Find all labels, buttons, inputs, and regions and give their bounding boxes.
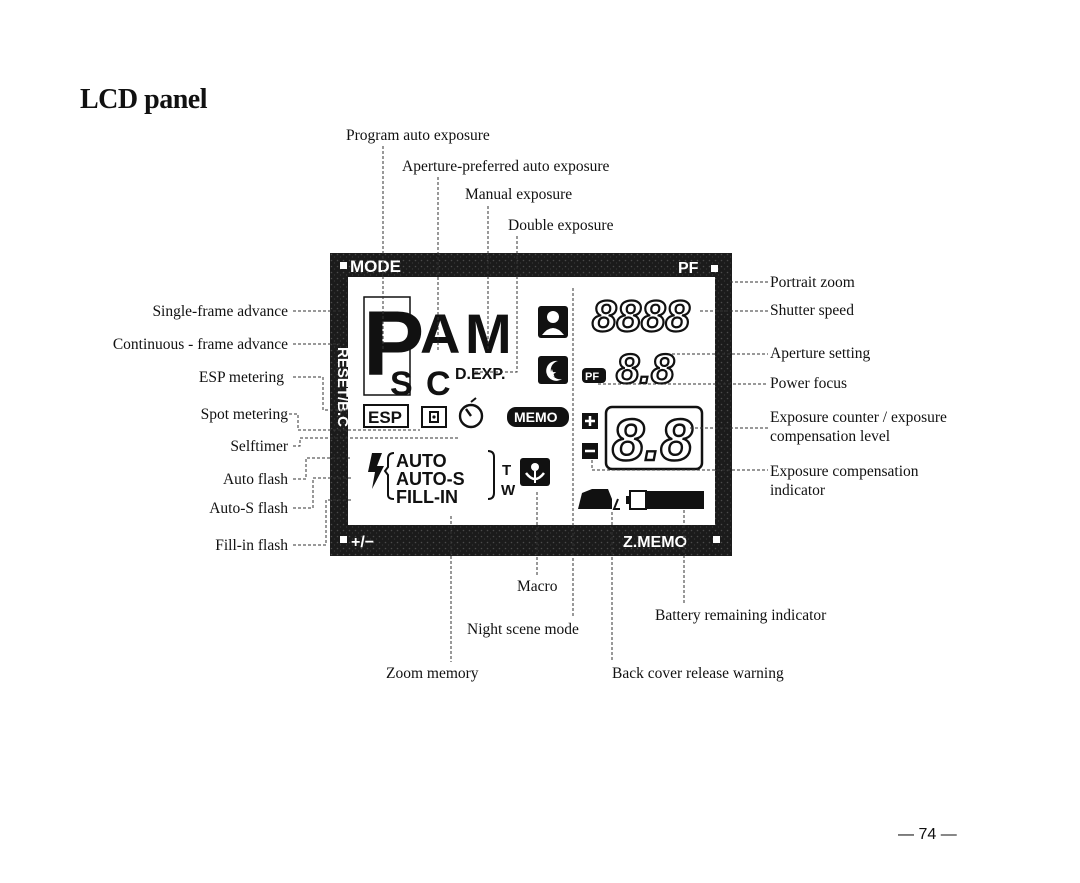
lcd-pf-small: PF bbox=[585, 371, 599, 383]
label-fill-in-flash: Fill-in flash bbox=[215, 537, 288, 554]
label-exposure-counter-1: Exposure counter / exposure bbox=[770, 409, 947, 426]
page-number: — 74 — bbox=[898, 826, 957, 843]
lcd-fill-in: FILL-IN bbox=[396, 487, 458, 507]
flash-icon bbox=[368, 453, 384, 489]
leader-esp bbox=[293, 376, 348, 411]
label-exp-comp-indicator-2: indicator bbox=[770, 482, 826, 499]
label-selftimer: Selftimer bbox=[230, 438, 288, 455]
label-power-focus: Power focus bbox=[770, 375, 848, 392]
leader-auto-flash bbox=[293, 457, 352, 480]
label-battery: Battery remaining indicator bbox=[655, 607, 827, 624]
lcd-counter-digits: 8.8 bbox=[612, 408, 693, 473]
power-focus-icon bbox=[582, 368, 606, 383]
exposure-counter-box bbox=[604, 405, 704, 471]
label-exposure-counter-2: compensation level bbox=[770, 428, 891, 445]
lcd-shutter-digits: 8888 bbox=[592, 292, 690, 341]
leader-spot bbox=[289, 413, 420, 431]
lcd-zmemo: Z.MEMO bbox=[623, 534, 687, 551]
page-title: LCD panel bbox=[80, 84, 207, 115]
svg-text:★: ★ bbox=[547, 368, 557, 380]
lcd-panel: MODE PF RESET/B.C +/− Z.MEMO P A M ★ S C… bbox=[330, 253, 732, 556]
lcd-mode-label: MODE bbox=[350, 257, 401, 276]
label-single-frame: Single-frame advance bbox=[152, 303, 288, 320]
label-macro: Macro bbox=[517, 578, 558, 595]
leader-selftimer bbox=[293, 437, 460, 447]
lcd-s-single: S bbox=[390, 365, 413, 403]
leader-exp-comp-indicator bbox=[591, 460, 768, 471]
lcd-memo: MEMO bbox=[514, 409, 558, 425]
spot-metering-icon bbox=[421, 406, 447, 428]
leader-auto-s-flash bbox=[293, 477, 352, 509]
label-esp-metering: ESP metering bbox=[198, 369, 284, 386]
label-aperture-preferred: Aperture-preferred auto exposure bbox=[402, 158, 610, 175]
lcd-esp: ESP bbox=[368, 408, 402, 427]
label-back-cover: Back cover release warning bbox=[612, 665, 784, 682]
pf-bullet bbox=[711, 265, 718, 272]
program-box bbox=[363, 296, 411, 396]
lcd-c-continuous: C bbox=[426, 365, 451, 403]
leader-fill-in-flash bbox=[293, 499, 352, 546]
label-auto-flash: Auto flash bbox=[222, 471, 288, 488]
lcd-aperture-a: A bbox=[420, 302, 460, 365]
label-zoom-memory: Zoom memory bbox=[386, 665, 479, 682]
lcd-auto: AUTO bbox=[396, 451, 447, 471]
lcd-plus-minus: +/− bbox=[351, 534, 374, 551]
label-shutter-speed: Shutter speed bbox=[770, 302, 854, 319]
lcd-program-p: P bbox=[363, 293, 424, 395]
label-manual-exposure: Manual exposure bbox=[465, 186, 573, 203]
label-program-auto-exposure: Program auto exposure bbox=[346, 127, 490, 144]
lcd-w: W bbox=[501, 482, 516, 499]
mode-bullet bbox=[340, 262, 347, 269]
label-portrait-zoom: Portrait zoom bbox=[770, 274, 855, 291]
label-exp-comp-indicator-1: Exposure compensation bbox=[770, 463, 919, 480]
lcd-pf-top: PF bbox=[678, 260, 699, 277]
lcd-dexp: D.EXP. bbox=[455, 366, 505, 383]
label-aperture-setting: Aperture setting bbox=[770, 345, 871, 362]
plus-minus-bullet bbox=[340, 536, 347, 543]
lcd-auto-s: AUTO-S bbox=[396, 469, 465, 489]
esp-box bbox=[363, 404, 409, 428]
zmemo-bullet bbox=[713, 536, 720, 543]
selftimer-icon bbox=[458, 403, 484, 429]
label-spot-metering: Spot metering bbox=[200, 406, 288, 423]
lcd-reset-bc: RESET/B.C bbox=[334, 347, 351, 427]
lcd-aperture-digits: 8.8 bbox=[616, 345, 675, 392]
label-night-scene: Night scene mode bbox=[467, 621, 579, 638]
label-continuous-frame: Continuous - frame advance bbox=[112, 336, 288, 353]
back-cover-warning-icon bbox=[578, 489, 612, 509]
label-double-exposure: Double exposure bbox=[508, 217, 614, 234]
label-auto-s-flash: Auto-S flash bbox=[209, 500, 288, 517]
night-scene-icon bbox=[538, 356, 568, 384]
lcd-t: T bbox=[502, 462, 511, 479]
leader-double-exposure bbox=[475, 236, 518, 373]
memo-badge bbox=[507, 407, 569, 427]
battery-icon bbox=[646, 491, 704, 509]
